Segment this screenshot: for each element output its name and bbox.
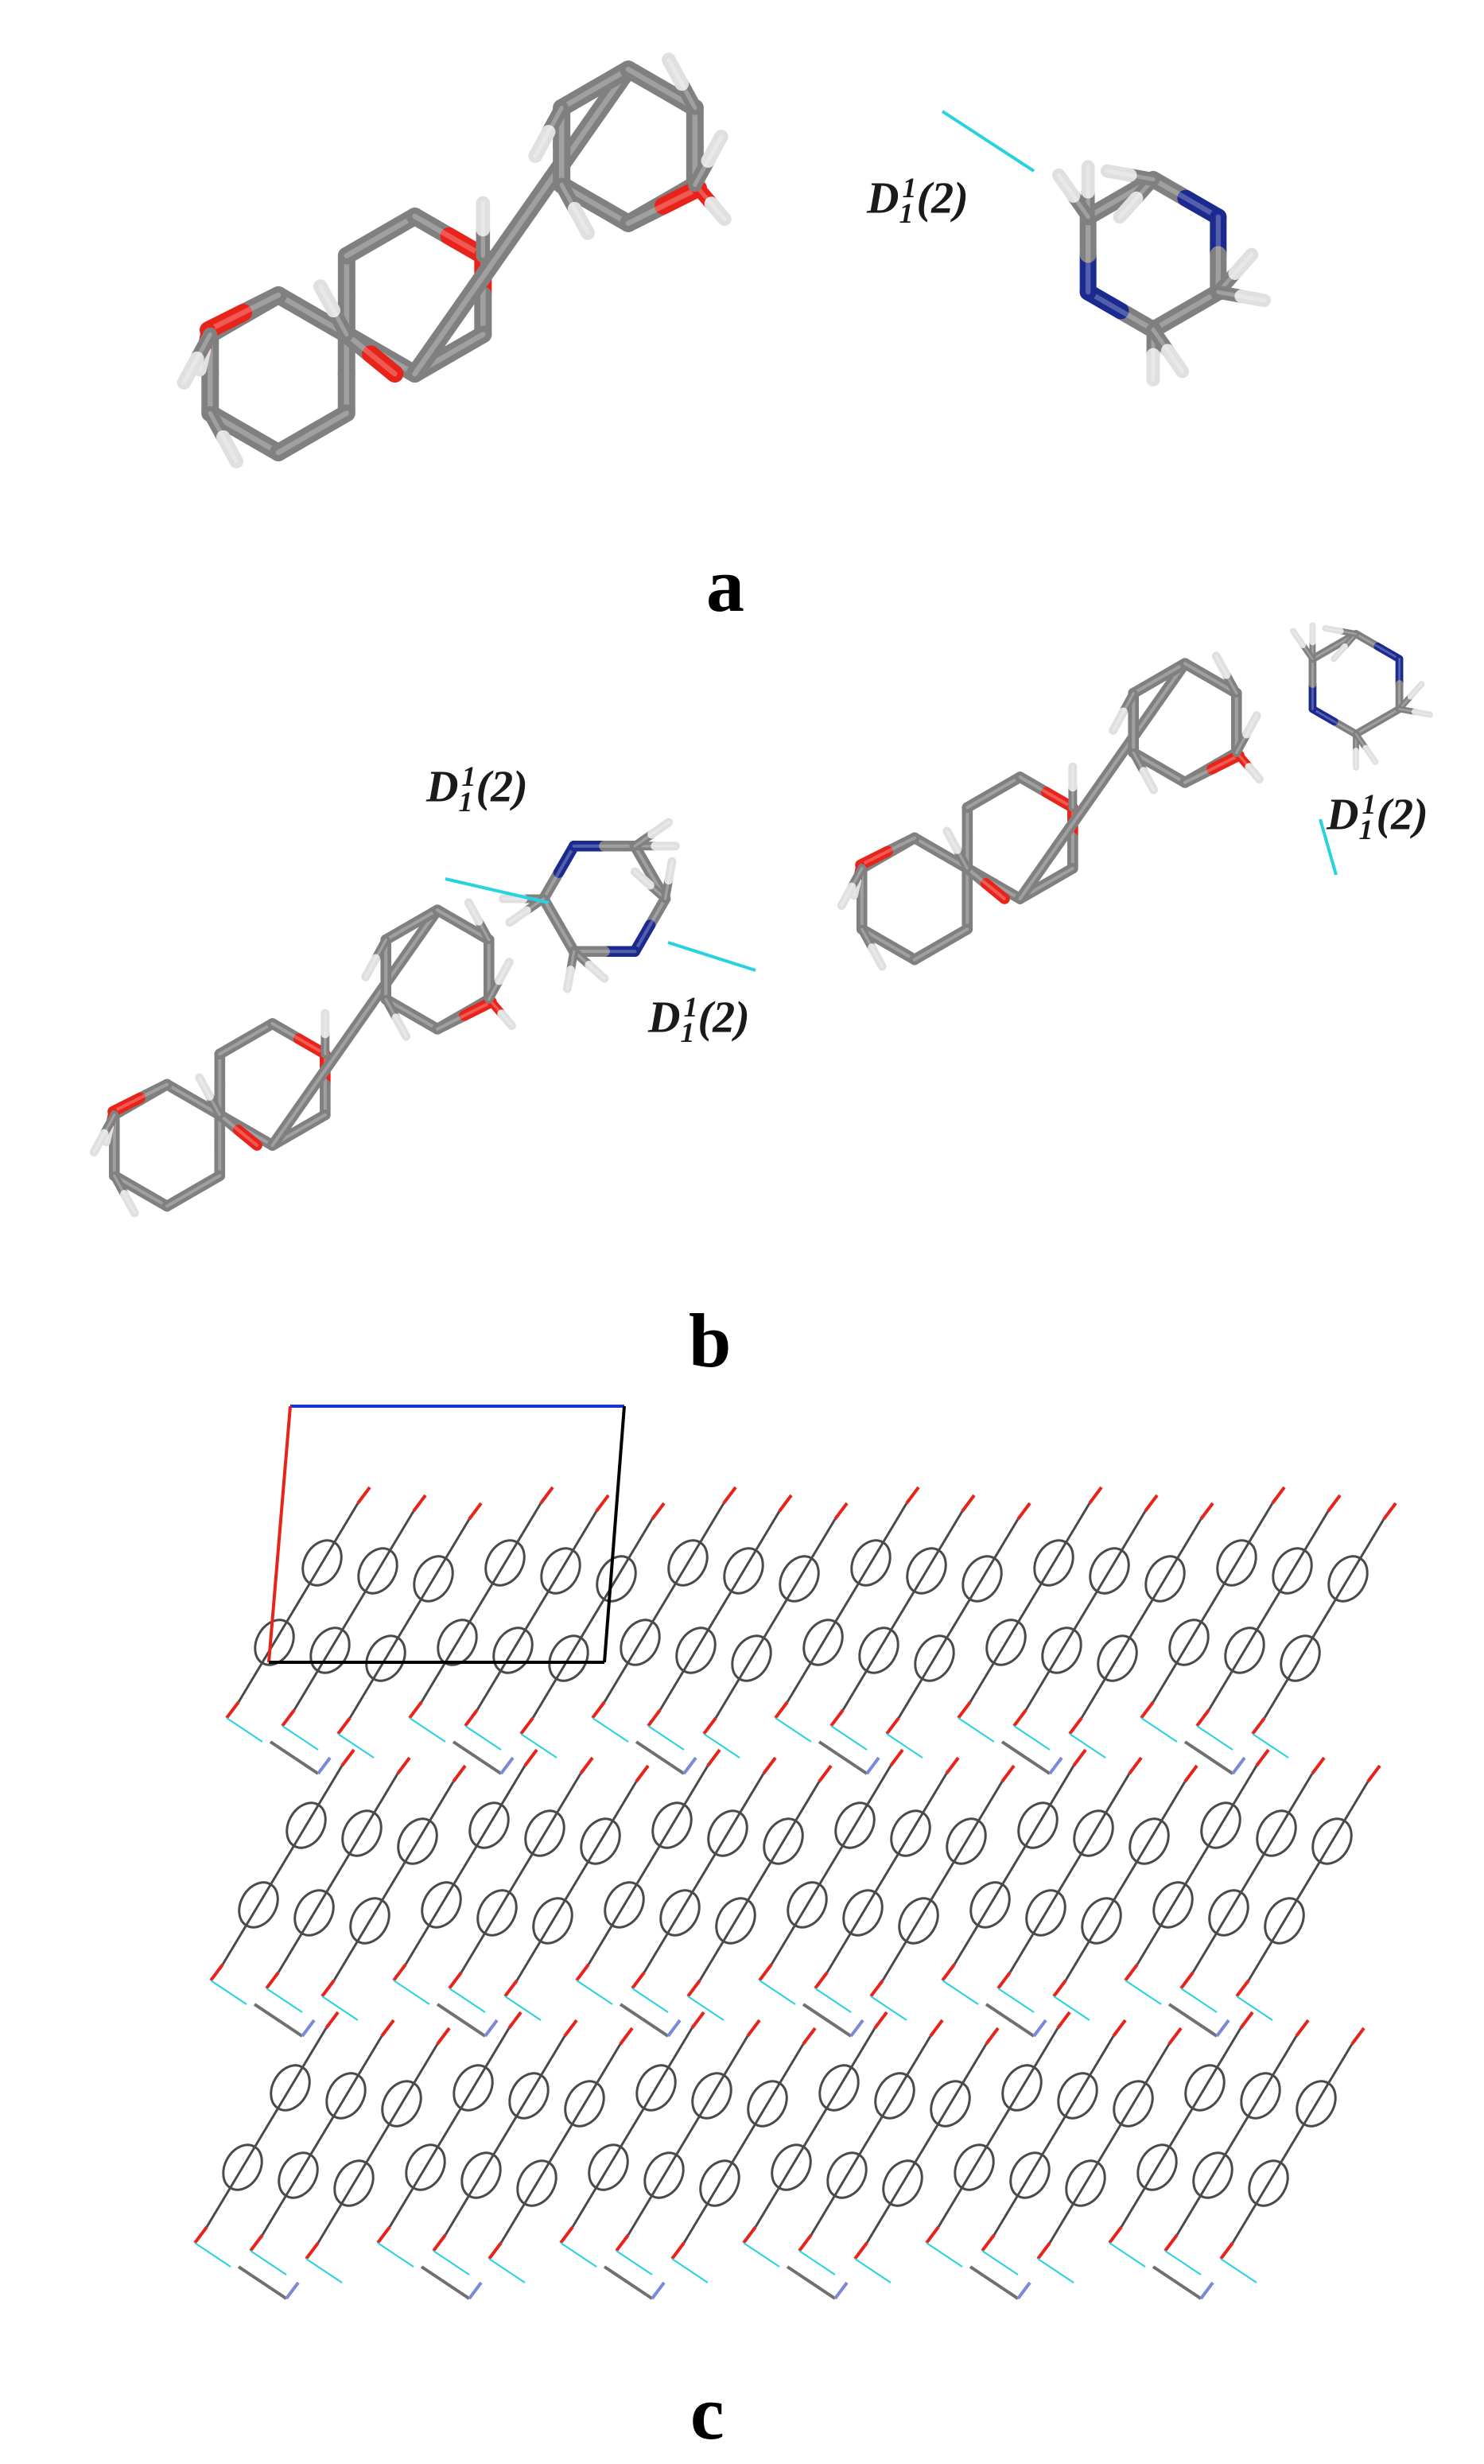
hbond-chain (89, 622, 1433, 1218)
unit-motif (559, 2011, 817, 2300)
isoflavone-molecule-left (89, 898, 516, 1218)
unit-motif (758, 1748, 1016, 2038)
unit-motif (591, 1486, 849, 1775)
hbond-label: D11(2) (1327, 788, 1428, 845)
piperazine-molecule-top (1290, 622, 1433, 771)
hbond-label: D11(2) (426, 760, 528, 818)
unit-motif (941, 1748, 1198, 2038)
unit-cell (267, 1405, 626, 1664)
unit-motif (774, 1486, 1031, 1775)
unit-motif (575, 1748, 833, 2038)
unit-motif (193, 2011, 451, 2300)
unit-motif (1140, 1486, 1397, 1775)
panel-letter: a (706, 542, 744, 628)
unit-motif (1108, 2011, 1366, 2300)
hydrogen-bond (941, 110, 1035, 173)
hydrogen-bond (667, 941, 756, 972)
piperazine-molecule (1052, 160, 1271, 387)
isoflavone-molecule-right (837, 651, 1264, 971)
molecule-isoflavone-piperazine (177, 52, 1271, 468)
unit-motif (376, 2011, 634, 2300)
isoflavone-molecule (177, 52, 732, 468)
unit-motif (392, 1748, 650, 2038)
crystal-packing (193, 1405, 1397, 2300)
hbond-label: D11(2) (648, 991, 750, 1048)
piperazine-molecule-center (499, 818, 680, 993)
hbond-label: D11(2) (867, 172, 969, 229)
unit-motif (742, 2011, 1000, 2300)
panel-letter: c (690, 2370, 725, 2455)
unit-motif (408, 1486, 666, 1775)
packing-lattice (193, 1486, 1397, 2300)
panel-a: D11(2) a (0, 0, 1484, 636)
panel-b: D11(2) D11(2) D11(2) b (0, 622, 1484, 1392)
panel-letter: b (689, 1298, 732, 1383)
hydrogen-bond (445, 877, 550, 904)
unit-motif (209, 1748, 467, 2038)
unit-motif (1124, 1748, 1381, 2038)
hydrogen-bond (1319, 818, 1338, 876)
panel-c: c (0, 1392, 1484, 2464)
unit-motif (925, 2011, 1183, 2300)
unit-motif (957, 1486, 1214, 1775)
unit-motif (225, 1486, 483, 1775)
